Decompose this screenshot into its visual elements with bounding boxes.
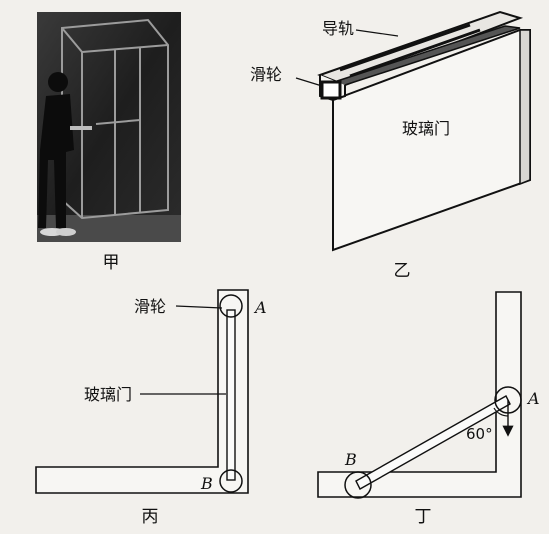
caption-ding: 丁 <box>415 507 432 527</box>
point-b-label-ding: B <box>344 450 357 469</box>
caption-yi: 乙 <box>394 261 411 281</box>
caption-jia: 甲 <box>103 253 120 273</box>
angle-label: 60° <box>466 425 493 443</box>
l-shaped-rail <box>35 289 249 494</box>
angle-arc <box>493 407 509 417</box>
l-shaped-rail-ding <box>317 291 522 498</box>
pulley-b-ding <box>344 471 372 499</box>
pulley-b <box>219 469 243 493</box>
pulley-box <box>320 80 342 100</box>
shower-room-photo <box>37 12 181 242</box>
door-label: 玻璃门 <box>402 119 450 138</box>
figure-yi: 导轨 滑轮 玻璃门 乙 <box>250 10 531 281</box>
point-a-label-ding: A <box>526 389 540 408</box>
pulley-label: 滑轮 <box>250 65 282 84</box>
caption-bing: 丙 <box>142 507 159 527</box>
point-b-label: B <box>200 474 213 493</box>
glass-door-vertical <box>226 309 236 481</box>
door-label-bing: 玻璃门 <box>84 385 132 404</box>
rail-label: 导轨 <box>322 19 354 38</box>
figure-jia: 甲 <box>37 12 181 273</box>
pulley-label-bing: 滑轮 <box>134 297 166 316</box>
pulley-a <box>219 294 243 318</box>
figure-ding: 60° A B 丁 <box>317 291 540 527</box>
glass-door-tilted <box>355 395 511 490</box>
figure-bing: 滑轮 玻璃门 A B 丙 <box>35 289 267 527</box>
point-a-label: A <box>253 298 267 317</box>
